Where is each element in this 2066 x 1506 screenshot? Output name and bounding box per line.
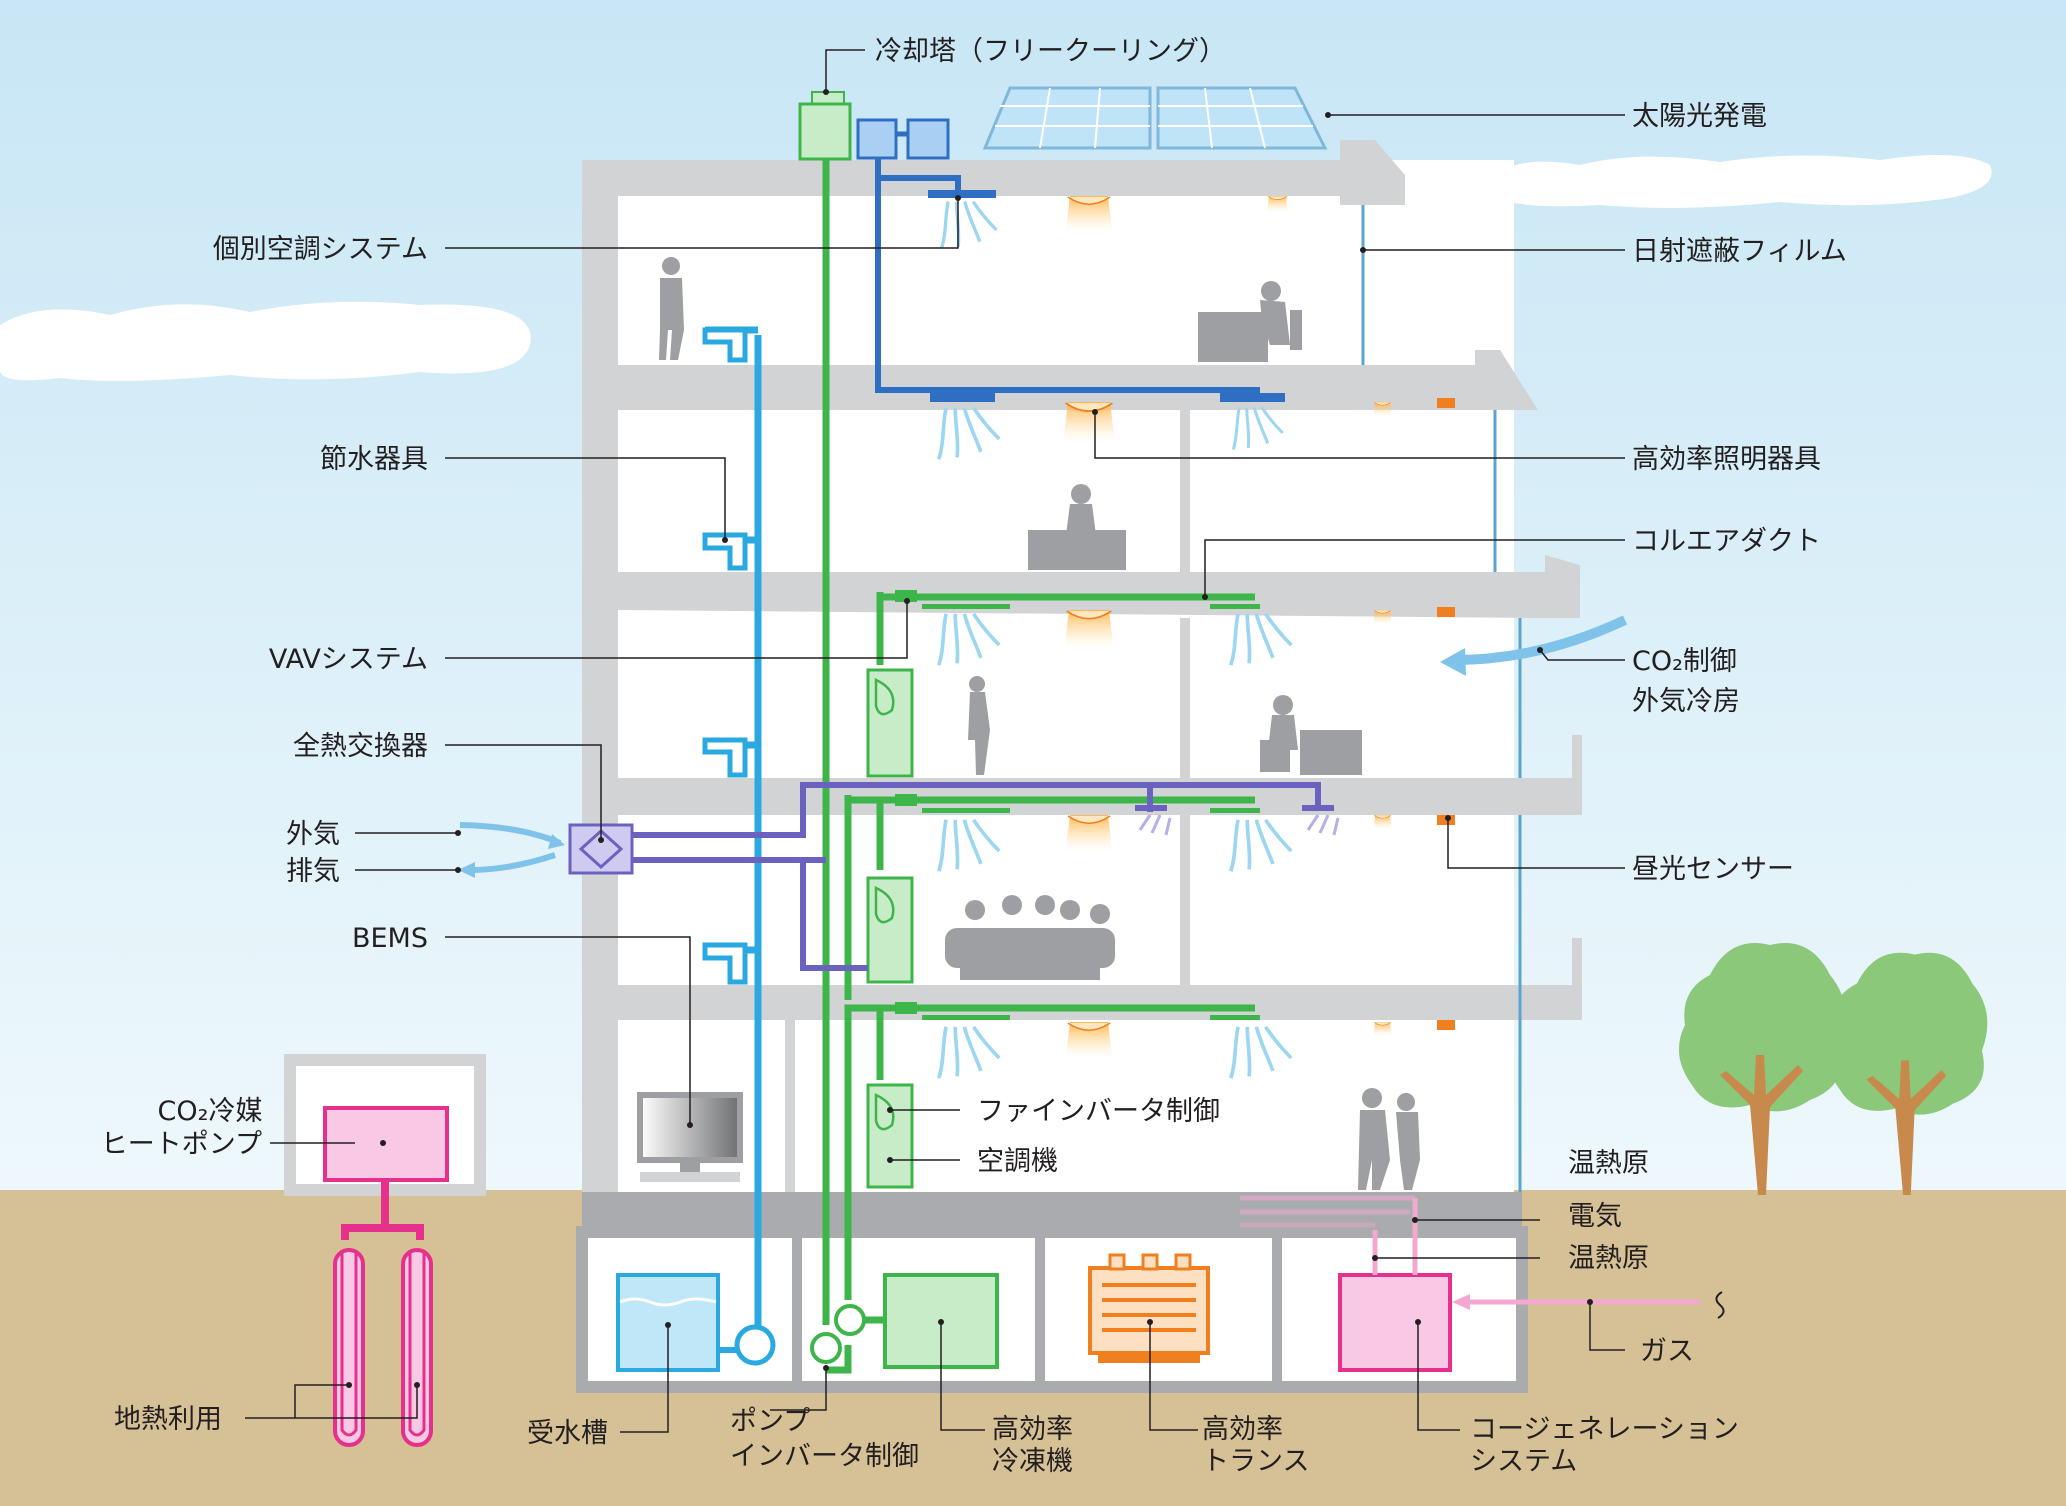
label-electricity: 電気 bbox=[1568, 1201, 1622, 1232]
label-inverter-control: ファインバータ制御 bbox=[977, 1096, 1220, 1127]
cloud-right bbox=[1495, 155, 1992, 208]
label-outside-air-cooling: 外気冷房 bbox=[1632, 686, 1740, 717]
label-chiller-2: 冷凍機 bbox=[992, 1446, 1073, 1477]
label-water-tank: 受水槽 bbox=[527, 1418, 608, 1449]
ceiling-light-icon bbox=[1265, 196, 1290, 212]
ventilation-ducts bbox=[632, 782, 1321, 971]
label-heat-source: 温熱原 bbox=[1568, 1243, 1649, 1274]
cooling-tower bbox=[798, 91, 852, 161]
label-gas: ガス bbox=[1640, 1336, 1694, 1367]
label-bems: BEMS bbox=[352, 923, 428, 954]
air-handling-units bbox=[866, 668, 914, 1189]
pump-icon bbox=[734, 1324, 776, 1366]
pump-icon bbox=[834, 1304, 866, 1336]
label-cogeneration-1: コージェネレーション bbox=[1470, 1414, 1739, 1445]
ceiling-light-icon bbox=[1064, 1022, 1114, 1058]
label-heat-exchanger: 全熱交換器 bbox=[293, 731, 428, 762]
label-air-handler: 空調機 bbox=[977, 1146, 1058, 1177]
label-co2-control: CO₂制御 bbox=[1632, 646, 1737, 677]
ceiling-light-icon bbox=[1061, 402, 1117, 442]
cogen-piping bbox=[1240, 1195, 1700, 1305]
label-pump: ポンプ bbox=[730, 1406, 810, 1437]
label-transformer-2: トランス bbox=[1202, 1446, 1309, 1477]
label-solar-power: 太陽光発電 bbox=[1632, 101, 1767, 132]
pump-icon bbox=[810, 1332, 842, 1364]
ceiling-light-icon bbox=[1372, 815, 1393, 829]
cogeneration-unit bbox=[1338, 1273, 1452, 1372]
exhaust-air-arrow bbox=[469, 852, 556, 873]
label-corrugated-duct: コルエアダクト bbox=[1632, 526, 1821, 557]
label-cogeneration-2: システム bbox=[1470, 1446, 1577, 1477]
ceiling-light-icon bbox=[1063, 610, 1115, 648]
label-heat-source-top: 温熱原 bbox=[1568, 1148, 1649, 1179]
outdoor-ac-units bbox=[856, 118, 950, 160]
refrigerant-piping bbox=[875, 158, 1260, 393]
ceiling-light-icon bbox=[1372, 1022, 1393, 1036]
label-daylight-sensor: 昼光センサー bbox=[1632, 854, 1794, 885]
ceiling-light-icon bbox=[1372, 610, 1393, 624]
ceiling-ac-unit bbox=[1220, 393, 1285, 402]
label-geothermal: 地熱利用 bbox=[114, 1404, 222, 1435]
heat-pump-shed bbox=[284, 1054, 486, 1447]
label-transformer-1: 高効率 bbox=[1202, 1414, 1283, 1445]
ceiling-light-icon bbox=[1064, 815, 1114, 851]
label-cooling-tower: 冷却塔（フリークーリング） bbox=[875, 36, 1226, 67]
label-chiller-1: 高効率 bbox=[992, 1414, 1073, 1445]
solar-panels bbox=[982, 86, 1328, 150]
person-silhouette-icon bbox=[659, 257, 1420, 1190]
label-individual-ac: 個別空調システム bbox=[213, 234, 428, 265]
labels: 冷却塔（フリークーリング） 太陽光発電 個別空調システム 日射遮蔽フィルム 節水… bbox=[101, 36, 1847, 1477]
label-solar-film: 日射遮蔽フィルム bbox=[1632, 236, 1847, 267]
label-water-saving: 節水器具 bbox=[320, 444, 428, 475]
ceiling-light-icon bbox=[1372, 402, 1393, 416]
cloud-left bbox=[0, 301, 531, 381]
water-receiving-tank bbox=[616, 1273, 738, 1372]
high-efficiency-transformer bbox=[1088, 1253, 1210, 1363]
label-pump-inverter: インバータ制御 bbox=[730, 1441, 919, 1472]
label-high-eff-lighting: 高効率照明器具 bbox=[1632, 444, 1821, 475]
ceiling-ac-unit bbox=[928, 190, 996, 198]
ventilation-airflow bbox=[1138, 814, 1340, 836]
label-vav-system: VAVシステム bbox=[269, 644, 428, 675]
label-heat-pump: ヒートポンプ bbox=[101, 1129, 262, 1160]
water-saving-fixtures bbox=[702, 327, 748, 985]
leader-lines bbox=[245, 49, 1625, 1433]
chilled-water-piping bbox=[822, 159, 1255, 1374]
label-co2-refrigerant: CO₂冷媒 bbox=[158, 1096, 263, 1127]
ceiling-light-icon bbox=[1064, 196, 1114, 232]
vav-diffusers bbox=[922, 604, 1260, 1020]
label-outside-air: 外気 bbox=[286, 819, 340, 850]
ceiling-ac-unit bbox=[930, 393, 995, 402]
label-exhaust-air: 排気 bbox=[286, 856, 340, 887]
